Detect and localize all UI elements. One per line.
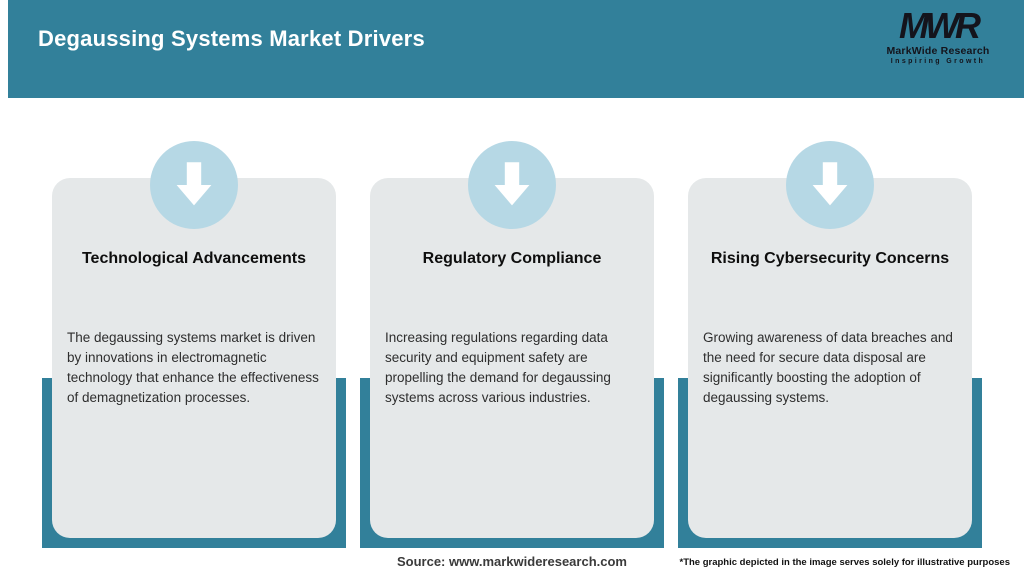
card-body: Growing awareness of data breaches and t… [703, 330, 953, 405]
card-title: Regulatory Compliance [422, 250, 602, 267]
driver-card-technological-advancements: Technological Advancements The degaussin… [52, 178, 336, 538]
logo-monogram: MWR [899, 5, 981, 46]
header-bar: Degaussing Systems Market Drivers MWR Ma… [8, 0, 1024, 98]
down-arrow-icon [468, 141, 556, 229]
logo-name: MarkWide Research [886, 45, 990, 57]
down-arrow-icon [150, 141, 238, 229]
card-title: Technological Advancements [81, 250, 307, 267]
page-title: Degaussing Systems Market Drivers [38, 26, 425, 51]
down-arrow-icon [786, 141, 874, 229]
markwide-research-logo: MWR MarkWide Research Inspiring Growth [878, 5, 998, 66]
driver-card-rising-cybersecurity-concerns: Rising Cybersecurity Concerns Growing aw… [688, 178, 972, 538]
card-body: Increasing regulations regarding data se… [385, 330, 611, 405]
source-text: Source: www.markwideresearch.com [396, 554, 627, 569]
disclaimer-text: *The graphic depicted in the image serve… [679, 557, 1011, 568]
card-body: The degaussing systems market is driven … [67, 330, 319, 405]
logo-tagline: Inspiring Growth [890, 58, 986, 65]
driver-card-regulatory-compliance: Regulatory Compliance Increasing regulat… [370, 178, 654, 538]
card-title: Rising Cybersecurity Concerns [710, 250, 950, 267]
